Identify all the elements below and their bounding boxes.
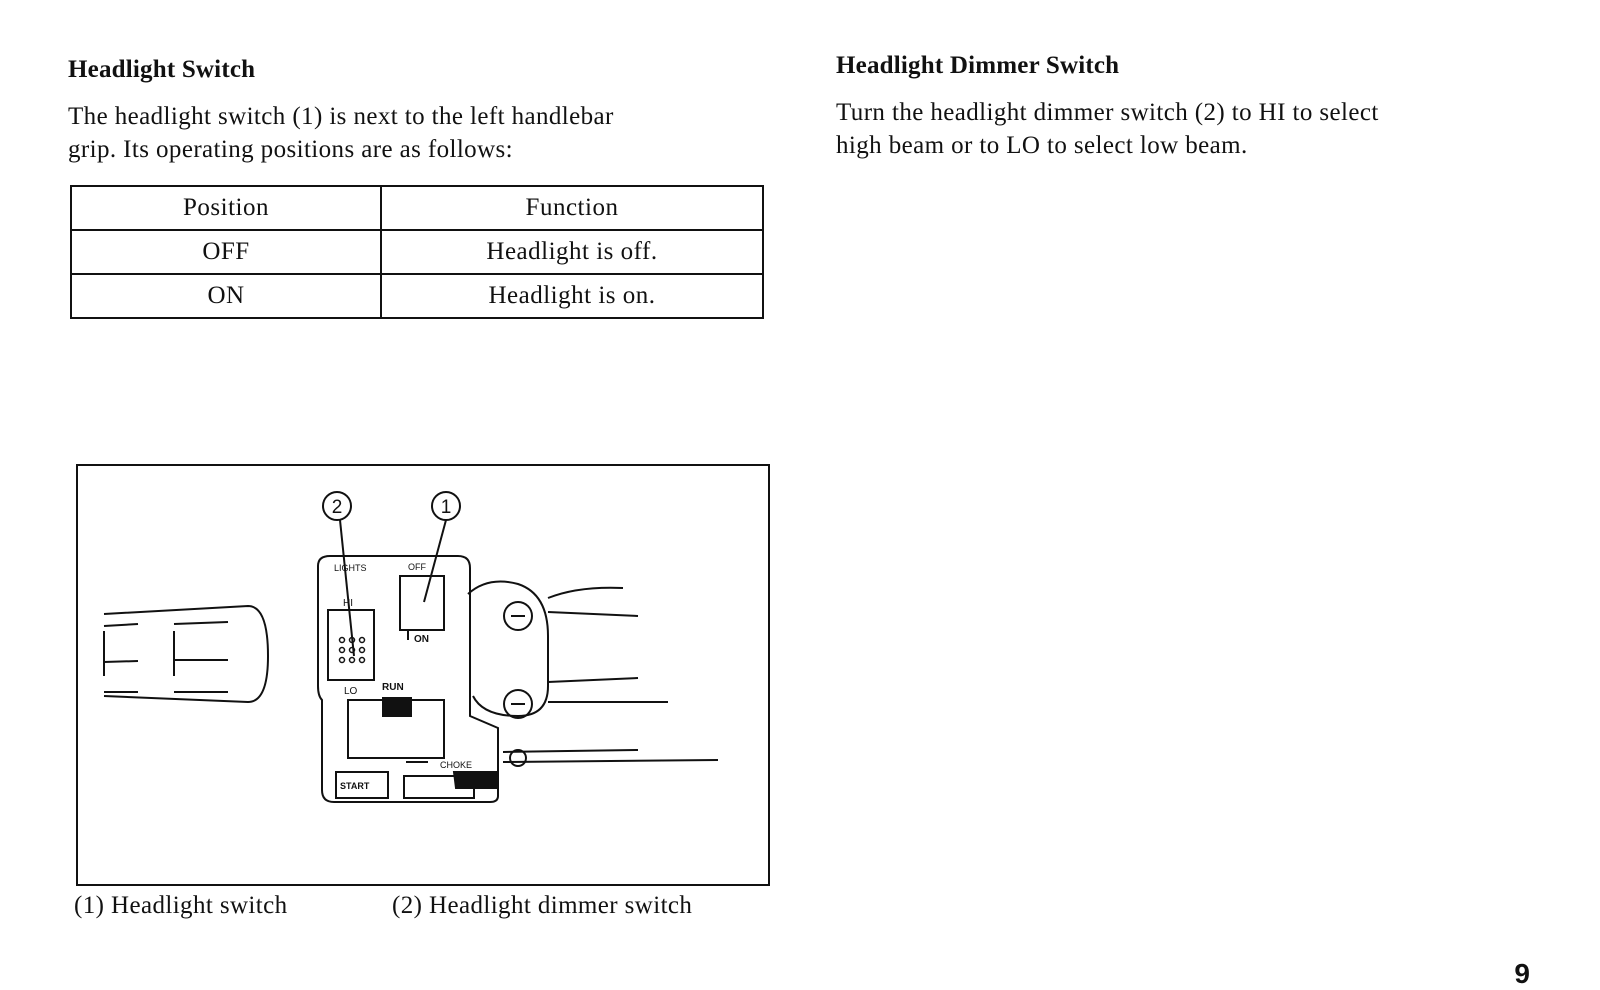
callout-leader-1 <box>423 519 447 603</box>
column-header-position: Position <box>70 185 382 231</box>
figure-caption-1: (1) Headlight switch <box>74 892 288 919</box>
headlight-switch-rocker <box>399 575 445 631</box>
table-row: OFF Headlight is off. <box>70 229 764 275</box>
callout-circle-1 <box>431 491 461 521</box>
label-choke: CHOKE <box>440 760 472 770</box>
label-start: START <box>340 781 370 791</box>
dimmer-switch-heading: Headlight Dimmer Switch <box>836 52 1120 79</box>
label-lights: LIGHTS <box>334 563 367 573</box>
table-row: ON Headlight is on. <box>70 273 764 319</box>
table-header-row: Position Function <box>70 185 764 231</box>
table-cell-position: ON <box>70 273 382 319</box>
callout-number-2: 2 <box>332 497 343 518</box>
dimmer-switch-rocker <box>327 609 375 681</box>
switch-housing <box>317 555 499 803</box>
handlebar-illustration: 2 1 LIGHTS OFF ON HI LO RUN START CHOKE <box>103 491 719 803</box>
callout-number-1: 1 <box>441 497 452 518</box>
label-on: ON <box>414 634 429 645</box>
figure-caption-2: (2) Headlight dimmer switch <box>392 892 693 919</box>
positions-table: Position Function OFF Headlight is off. … <box>70 185 764 319</box>
handlebar-switch-figure: 2 1 LIGHTS OFF ON HI LO RUN START CHOKE <box>76 464 770 886</box>
headlight-switch-heading: Headlight Switch <box>68 56 256 83</box>
paragraph-line: The headlight switch (1) is next to the … <box>68 103 614 130</box>
label-run: RUN <box>382 682 404 693</box>
callout-circle-2 <box>322 491 352 521</box>
table-cell-function: Headlight is off. <box>380 229 764 275</box>
paragraph-line: high beam or to LO to select low beam. <box>836 132 1248 159</box>
table-cell-function: Headlight is on. <box>380 273 764 319</box>
dimmer-switch-paragraph: Turn the headlight dimmer switch (2) to … <box>836 96 1379 162</box>
label-hi: HI <box>343 598 353 609</box>
paragraph-line: grip. Its operating positions are as fol… <box>68 136 514 163</box>
callout-leader-2 <box>339 519 355 657</box>
handlebar-grip <box>103 604 270 704</box>
label-off: OFF <box>408 562 426 572</box>
table-cell-position: OFF <box>70 229 382 275</box>
headlight-switch-paragraph: The headlight switch (1) is next to the … <box>68 100 614 166</box>
column-header-function: Function <box>380 185 764 231</box>
paragraph-line: Turn the headlight dimmer switch (2) to … <box>836 99 1379 126</box>
start-button <box>335 771 389 799</box>
page-number: 9 <box>1514 958 1530 989</box>
label-lo: LO <box>344 686 358 697</box>
clamp-body <box>467 580 549 718</box>
